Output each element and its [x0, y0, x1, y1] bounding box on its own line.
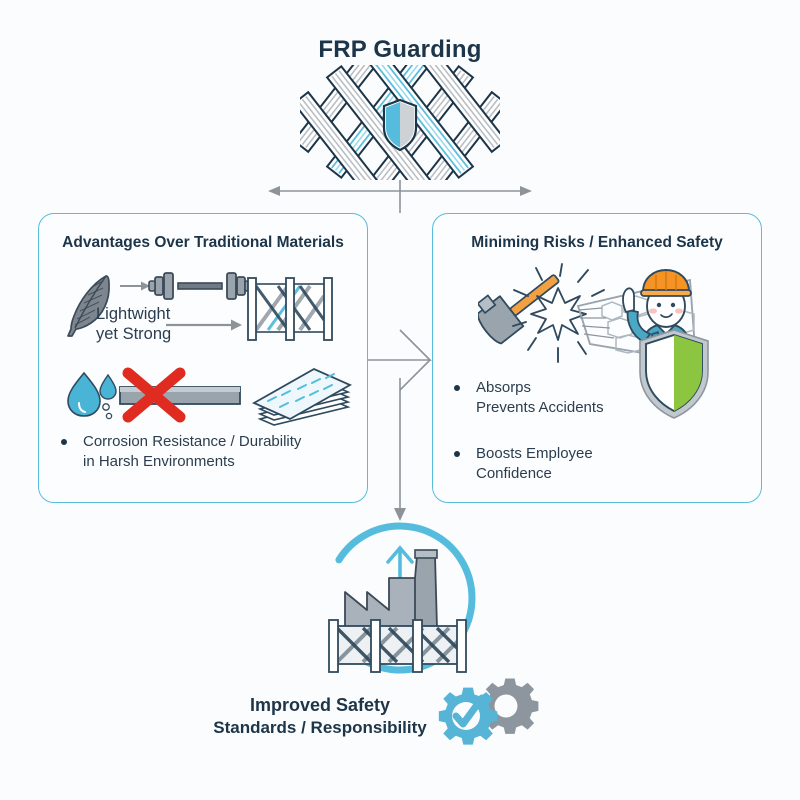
lightweight-illustration: Lightwight yet Strong — [58, 262, 358, 357]
gear-check-icon — [424, 662, 554, 767]
card-risks-title: Miniming Risks / Enhanced Safety — [471, 234, 723, 251]
frp-barrier-icon — [247, 277, 333, 341]
impact-illustration — [476, 262, 768, 422]
feather-icon — [67, 275, 110, 337]
risks-bullet-list: Absorps Prevents Accidents Boosts Employ… — [448, 378, 688, 500]
bullet-line2: in Harsh Environments — [83, 452, 235, 470]
frp-fence-icon — [328, 619, 467, 673]
bullet-line1: Boosts Employee — [476, 444, 593, 462]
arrow-right-long-icon — [166, 319, 242, 331]
blue-gear-check-icon — [438, 687, 498, 745]
water-drop-icon — [67, 371, 117, 420]
card-advantages: Advantages Over Traditional Materials — [38, 213, 368, 503]
card-advantages-title: Advantages Over Traditional Materials — [62, 234, 344, 251]
caption-line1: Improved Safety — [249, 695, 391, 715]
page-title: FRP Guarding — [318, 36, 482, 63]
green-shield-icon — [639, 329, 709, 419]
lightweight-label-line2: yet Strong — [96, 325, 172, 344]
bottom-caption: Improved Safety Standards / Responsibili… — [120, 694, 520, 739]
factory-with-frp-fence-icon — [305, 518, 495, 683]
list-item: Corrosion Resistance / Durability in Har… — [55, 432, 355, 472]
lightweight-label-line1: Lightwight — [96, 305, 171, 323]
dumbbell-icon — [148, 272, 252, 300]
corrosion-illustration — [62, 357, 352, 432]
shield-icon — [382, 98, 418, 152]
bullet-line2: Confidence — [476, 464, 552, 482]
hammer-icon — [476, 274, 560, 345]
bullet-line1: Absorps — [476, 379, 532, 396]
factory-icon — [344, 549, 438, 629]
arrow-right-small-icon — [120, 281, 150, 291]
impact-burst-icon — [512, 263, 605, 363]
list-item: Absorps Prevents Accidents — [448, 378, 688, 418]
red-x-icon — [122, 367, 186, 423]
advantages-bullet-list: Corrosion Resistance / Durability in Har… — [55, 432, 355, 488]
list-item: Boosts Employee Confidence — [448, 444, 688, 484]
frp-lattice-mesh-icon — [293, 13, 507, 231]
caption-line2: Standards / Responsibility — [213, 718, 427, 738]
bullet-line2: Prevents Accidents — [476, 398, 604, 416]
gray-gear-icon — [481, 678, 539, 734]
bullet-line1: Corrosion Resistance / Durability — [83, 433, 302, 450]
frp-sheet-stack-icon — [252, 367, 352, 426]
lightweight-label: Lightwight yet Strong — [96, 304, 171, 344]
